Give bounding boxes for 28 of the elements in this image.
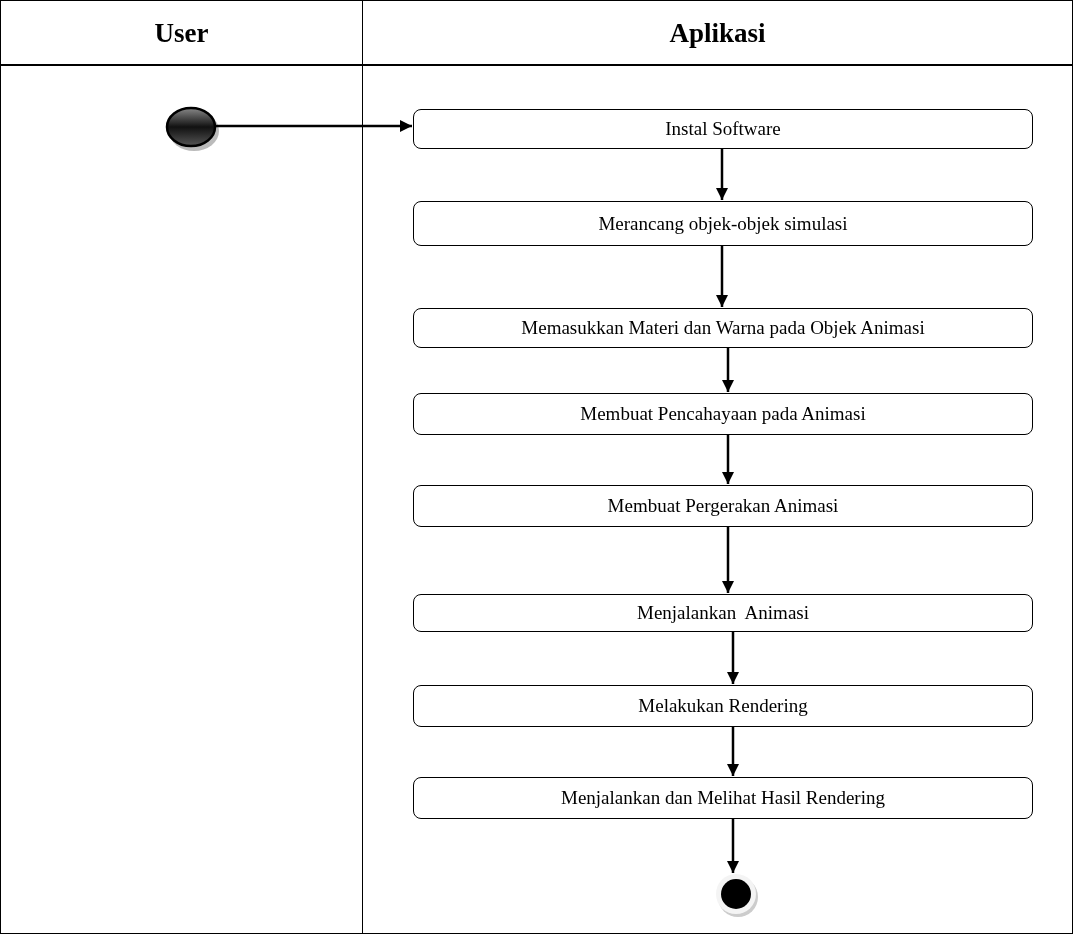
activity-box	[413, 485, 1033, 527]
activity-box	[413, 777, 1033, 819]
arrow	[721, 434, 735, 484]
arrow	[721, 526, 735, 593]
activity-label: Menjalankan dan Melihat Hasil Rendering	[561, 787, 885, 809]
arrow	[715, 245, 729, 307]
arrow	[726, 631, 740, 684]
lane-title: Aplikasi	[669, 17, 766, 49]
activity-box	[413, 308, 1033, 348]
activity-box	[413, 685, 1033, 727]
arrow	[215, 119, 412, 133]
activity-label: Melakukan Rendering	[638, 695, 808, 717]
arrow	[726, 726, 740, 776]
arrow	[715, 148, 729, 200]
activity-box	[413, 393, 1033, 435]
activity-label: Membuat Pergerakan Animasi	[607, 495, 839, 517]
activity-box	[413, 594, 1033, 632]
activity-label: Memasukkan Materi dan Warna pada Objek Animasi	[521, 317, 925, 339]
activity-label: Menjalankan Animasi	[637, 602, 809, 624]
arrow	[726, 818, 740, 873]
activity-label: Membuat Pencahayaan pada Animasi	[580, 403, 866, 425]
arrow	[721, 347, 735, 392]
activity-box	[413, 201, 1033, 246]
activity-box	[413, 109, 1033, 149]
activity-label: Instal Software	[665, 118, 781, 140]
swimlane	[362, 0, 1073, 934]
activity-label: Merancang objek-objek simulasi	[598, 212, 848, 235]
lane-title: User	[154, 17, 209, 49]
